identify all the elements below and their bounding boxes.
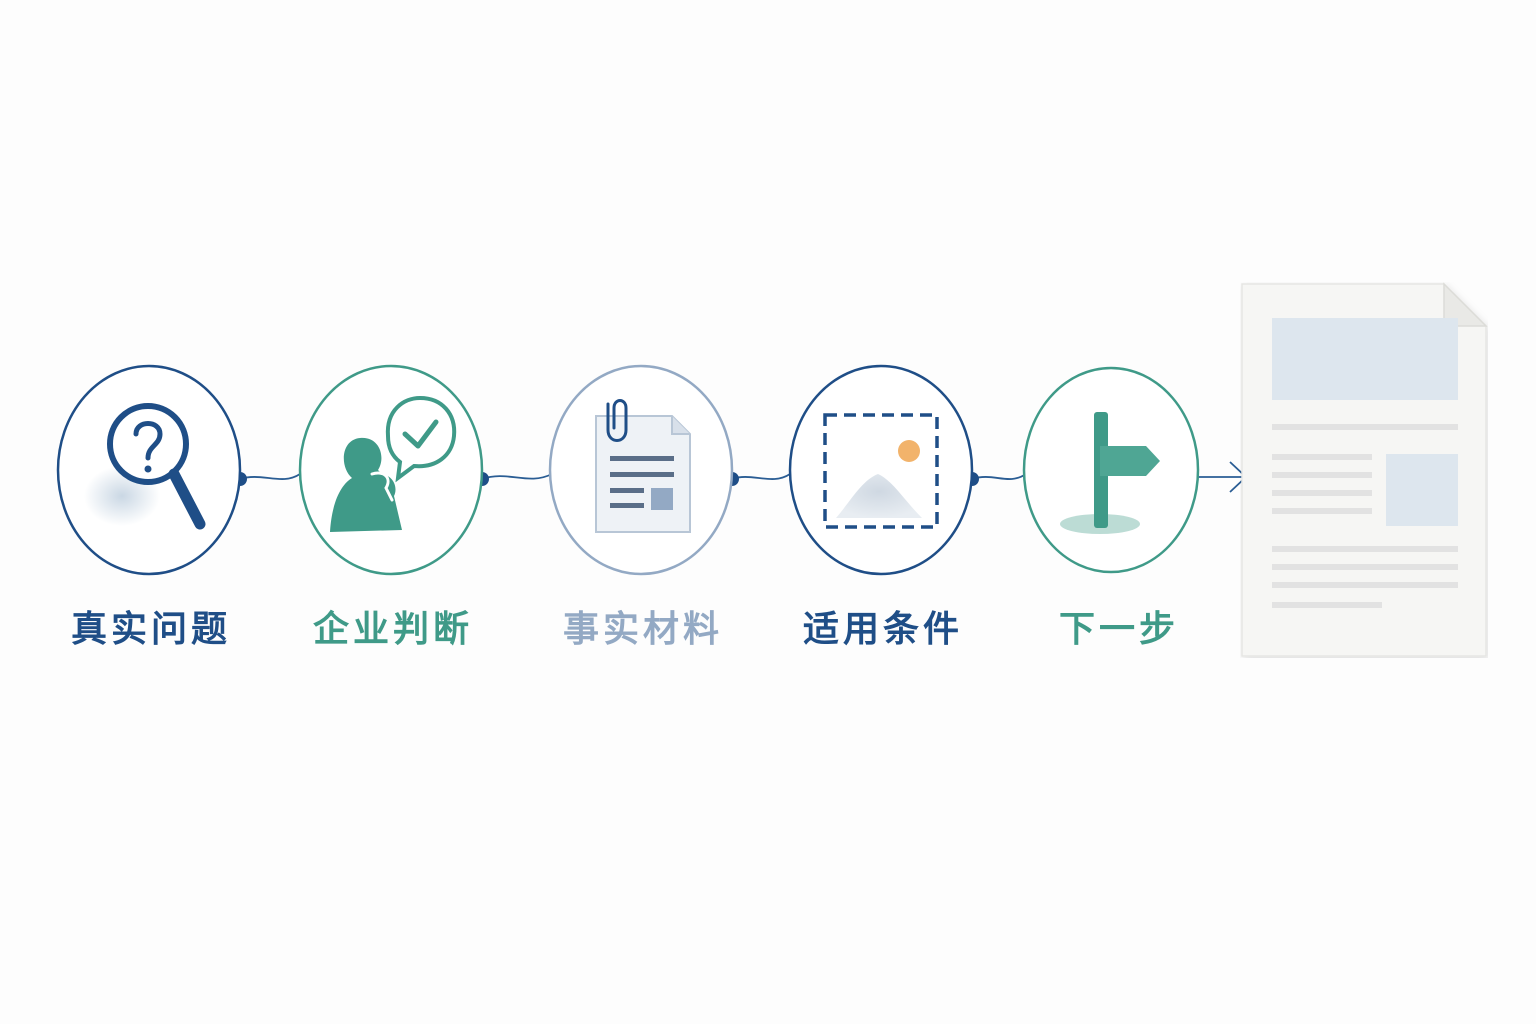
step-5-label: 下一步 — [1058, 608, 1180, 650]
doc-image-block — [1386, 454, 1458, 526]
connector-4-5 — [971, 473, 1027, 480]
doc-line — [1272, 602, 1382, 608]
step-1-label: 真实问题 — [70, 608, 232, 650]
doc-line — [1272, 546, 1458, 552]
step-4-node — [788, 364, 974, 576]
step-5-node — [1022, 366, 1200, 574]
step-2-node — [298, 364, 484, 576]
magnifier-question-icon — [84, 403, 206, 530]
clipped-document-icon — [595, 399, 691, 533]
report-document-icon — [1241, 282, 1488, 657]
connector-2-3 — [481, 473, 553, 480]
framed-landscape-icon — [823, 413, 939, 529]
signpost-icon — [1060, 412, 1160, 534]
step-3-label: 事实材料 — [562, 608, 724, 650]
step-1-node — [56, 364, 242, 576]
step-4-circle — [788, 364, 974, 576]
doc-line — [1272, 490, 1372, 496]
connector-1-2 — [239, 473, 301, 480]
connector-3-4 — [731, 473, 791, 480]
step-2-circle — [298, 364, 484, 576]
doc-header-block — [1272, 318, 1458, 400]
step-3-node — [548, 364, 734, 576]
doc-line — [1272, 424, 1458, 430]
doc-line — [1272, 454, 1372, 460]
step-2-label: 企业判断 — [312, 608, 474, 650]
step-4-label: 适用条件 — [802, 608, 964, 650]
doc-line — [1272, 508, 1372, 514]
doc-line — [1272, 472, 1372, 478]
thinking-person-check-icon — [330, 395, 457, 532]
doc-line — [1272, 564, 1458, 570]
doc-line — [1272, 582, 1458, 588]
